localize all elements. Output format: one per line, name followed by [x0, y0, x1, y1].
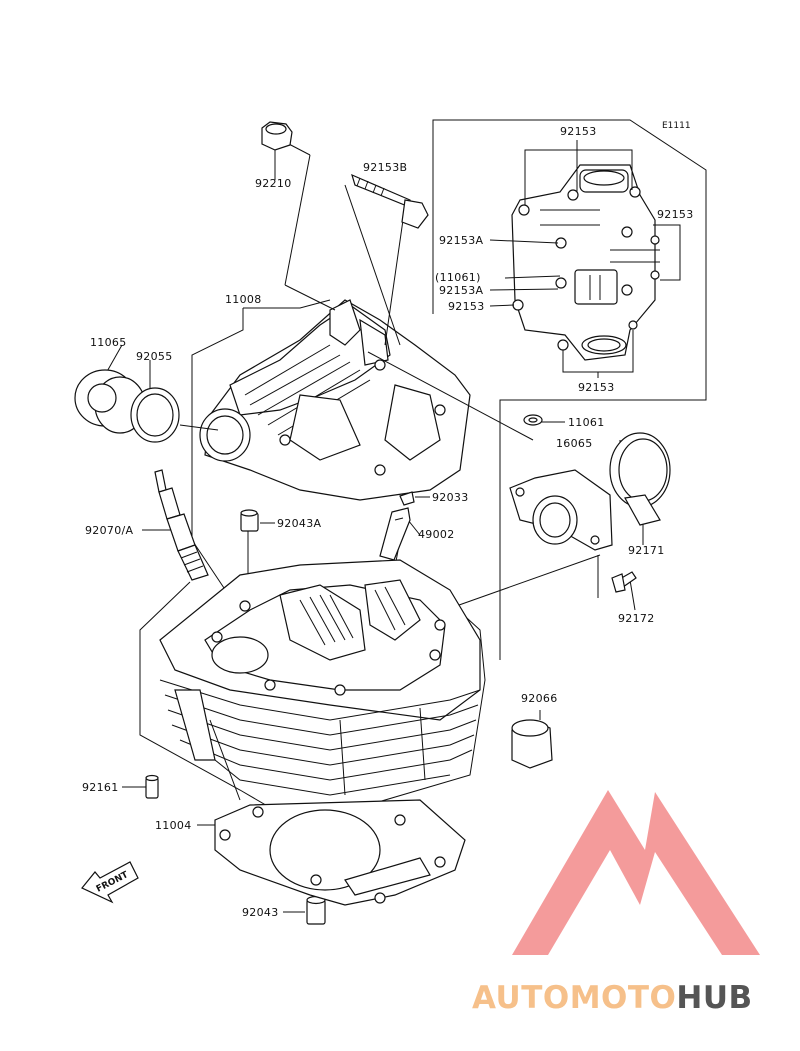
label-92210: 92210 — [255, 177, 292, 190]
label-inset-92153a-2: 92153A — [439, 284, 483, 297]
label-92043: 92043 — [242, 906, 279, 919]
cylinder-head — [139, 559, 486, 826]
label-inset-92153-right: 92153 — [657, 208, 694, 221]
label-inset-92153a-1: 92153A — [439, 234, 483, 247]
label-92171: 92171 — [628, 544, 665, 557]
cylinder-head-cover — [199, 299, 471, 501]
label-inset-11061: (11061) — [435, 271, 481, 284]
label-92161: 92161 — [82, 781, 119, 794]
front-arrow-icon: FRONT — [81, 861, 139, 904]
label-49002: 49002 — [418, 528, 455, 541]
label-92066: 92066 — [521, 692, 558, 705]
label-92172: 92172 — [618, 612, 655, 625]
label-inset-92153-bottom: 92153 — [578, 381, 615, 394]
inset-panel — [432, 119, 707, 660]
label-11061: 11061 — [568, 416, 605, 429]
label-11065: 11065 — [90, 336, 127, 349]
label-92043a: 92043A — [277, 517, 321, 530]
label-inset-92153-top: 92153 — [560, 125, 597, 138]
label-92055: 92055 — [136, 350, 173, 363]
label-92033: 92033 — [432, 491, 469, 504]
watermark-logo: AUTOMOTOHUB — [472, 790, 760, 1016]
label-11008: 11008 — [225, 293, 262, 306]
label-11004: 11004 — [155, 819, 192, 832]
small-parts — [74, 121, 671, 925]
brand-part1: AUTOMOTOHUB — [472, 980, 753, 1016]
logo-triangle-icon — [512, 790, 760, 955]
label-inset-92153-left: 92153 — [448, 300, 485, 313]
label-16065: 16065 — [556, 437, 593, 450]
label-92070a: 92070/A — [85, 524, 133, 537]
diagram-code: E1111 — [662, 121, 691, 131]
label-92153b: 92153B — [363, 161, 407, 174]
head-gasket — [214, 799, 466, 906]
part-labels: E1111 92210 92153B 11008 11065 92055 920… — [82, 121, 694, 919]
